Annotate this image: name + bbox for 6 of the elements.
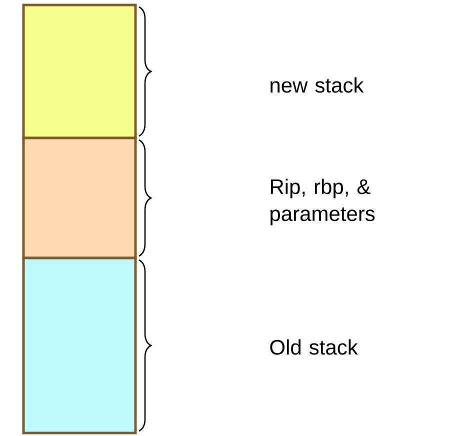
- stack-label: Rip, rbp, & parameters: [270, 178, 375, 226]
- stack-label: new stack: [270, 77, 364, 93]
- stack-segment-box: [22, 256, 137, 434]
- stack-label: Old stack: [270, 339, 358, 355]
- stack-segment-box: [22, 136, 137, 260]
- stack-segment-box: [22, 4, 137, 140]
